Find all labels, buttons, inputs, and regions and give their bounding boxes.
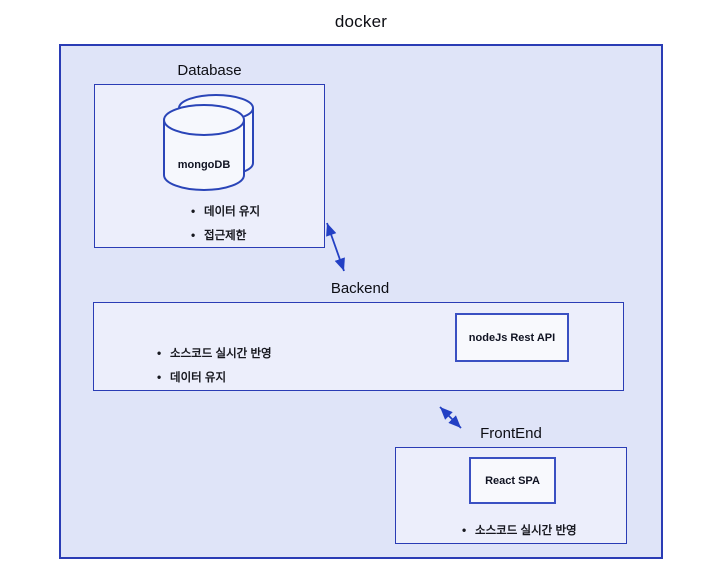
- bullet-item: 접근제한: [191, 228, 260, 243]
- bullet-item: 소스코드 실시간 반영: [462, 523, 577, 538]
- bullet-item: 데이터 유지: [157, 370, 272, 385]
- backend-section-label: Backend: [330, 280, 390, 297]
- backend-box: nodeJs Rest API 소스코드 실시간 반영 데이터 유지: [93, 302, 624, 391]
- frontend-section-label: FrontEnd: [480, 425, 542, 442]
- database-cylinder-icon: [163, 94, 254, 191]
- diagram-title: docker: [334, 12, 388, 31]
- frontend-box: React SPA 소스코드 실시간 반영: [395, 447, 627, 544]
- database-box: mongoDB 데이터 유지 접근제한: [94, 84, 325, 248]
- database-section-label: Database: [177, 62, 242, 79]
- frontend-bullet-list: 소스코드 실시간 반영: [462, 523, 577, 547]
- database-bullet-list: 데이터 유지 접근제한: [191, 204, 260, 252]
- react-spa-box: React SPA: [469, 457, 556, 504]
- bullet-item: 소스코드 실시간 반영: [157, 346, 272, 361]
- mongodb-label: mongoDB: [177, 159, 231, 171]
- backend-bullet-list: 소스코드 실시간 반영 데이터 유지: [157, 346, 272, 394]
- nodejs-rest-api-box: nodeJs Rest API: [455, 313, 569, 362]
- bullet-item: 데이터 유지: [191, 204, 260, 219]
